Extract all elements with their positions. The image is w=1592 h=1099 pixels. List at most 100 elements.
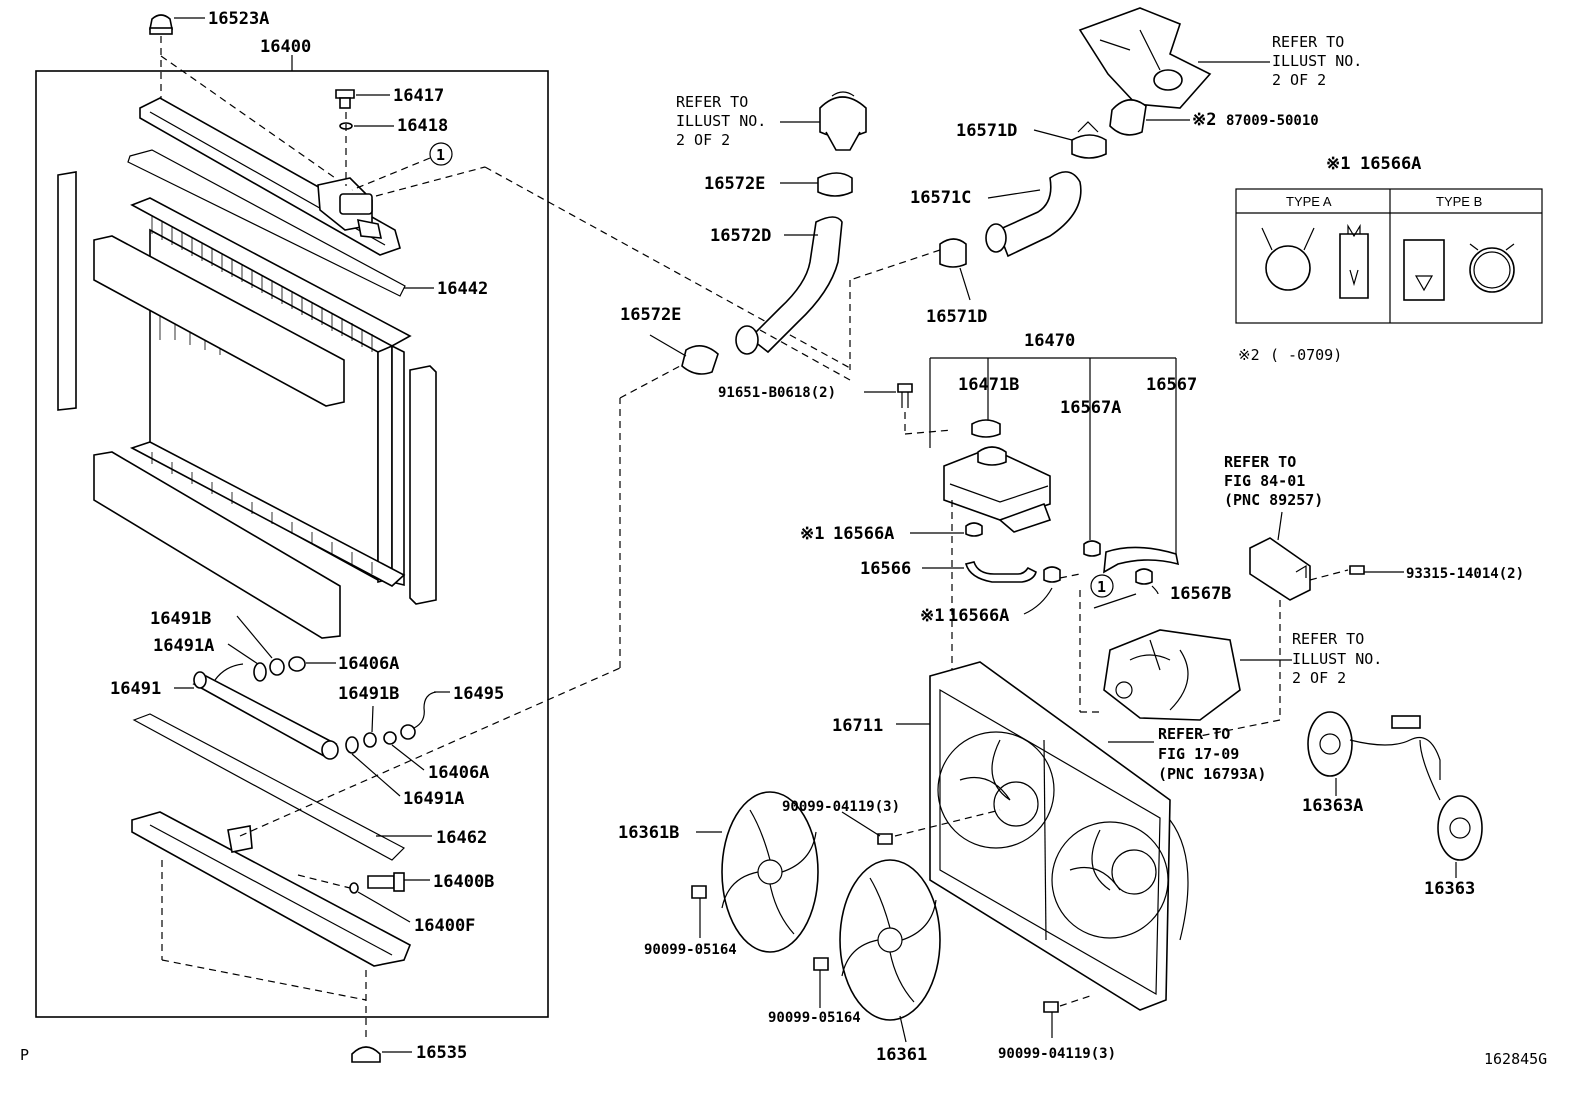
label-16361B: 16361B: [618, 823, 679, 843]
ref-water-inlet: REFER TO ILLUST NO. 2 OF 2: [1292, 630, 1382, 687]
fan-screws: [841, 809, 1091, 1038]
label-16567B: 16567B: [1170, 584, 1231, 604]
label-16572E-lower: 16572E: [620, 305, 681, 325]
clamp-16567A: [1083, 540, 1101, 557]
ref-top-right: REFER TO ILLUST NO. 2 OF 2: [1272, 33, 1362, 89]
note-2-mark: ※2: [1192, 110, 1216, 130]
clamp-16567B: [1135, 568, 1153, 585]
side-seal-right: [409, 365, 437, 605]
svg-text:REFER TO: REFER TO: [676, 93, 748, 111]
label-16571D-upper: 16571D: [956, 121, 1017, 141]
hose-clamp-16572E-lower: [649, 334, 719, 375]
label-16535: 16535: [416, 1043, 467, 1063]
label-16361: 16361: [876, 1045, 927, 1065]
side-seal-left: [57, 171, 77, 411]
hose-clamp-16571D-upper: [1033, 121, 1107, 159]
svg-text:(PNC 89257): (PNC 89257): [1224, 491, 1323, 509]
fan-16361: [839, 859, 941, 1043]
clamp-type-table: [1235, 188, 1543, 324]
label-16462: 16462: [436, 828, 487, 848]
label-90099-04119-upper: 90099-04119(3): [782, 799, 900, 815]
reservoir-tank: [943, 446, 1052, 533]
label-16406A-lower: 16406A: [428, 763, 489, 783]
lower-radiator-tank: [131, 811, 412, 1040]
hose-16567: [1103, 546, 1180, 574]
radiator-support-cushion-16523A: [149, 14, 205, 100]
label-16406A-upper: 16406A: [338, 654, 399, 674]
label-16566A-lower: 16566A: [948, 606, 1009, 626]
type-b-header: TYPE B: [1436, 194, 1482, 209]
radiator-hose-16571C: [985, 171, 1082, 258]
label-16491B-upper: 16491B: [150, 609, 211, 629]
label-91651: 91651-B0618(2): [718, 385, 836, 401]
svg-text:FIG 84-01: FIG 84-01: [1224, 472, 1305, 490]
radiator-cap-16417: [335, 89, 394, 186]
label-16491A-lower: 16491A: [403, 789, 464, 809]
ref-thermostat: REFER TO ILLUST NO. 2 OF 2: [676, 93, 766, 149]
label-90099-05164-left: 90099-05164: [644, 942, 737, 958]
drain-seals-upper: [227, 615, 336, 682]
fan-motor-16363A: [1307, 711, 1441, 796]
ref-fan-shroud: REFER TO FIG 17-09 (PNC 16793A): [1158, 725, 1266, 783]
clamp-type-a-side-icon: [1339, 233, 1369, 299]
svg-text:FIG 17-09: FIG 17-09: [1158, 745, 1239, 763]
label-87009: 87009-50010: [1226, 113, 1319, 129]
bolt-91651: [864, 383, 953, 435]
label-93315: 93315-14014(2): [1406, 566, 1524, 582]
radiator-hose-16572D: [735, 216, 843, 355]
thermostat-housing: [780, 91, 867, 151]
label-16400F: 16400F: [414, 916, 475, 936]
label-90099-04119-lower: 90099-04119(3): [998, 1046, 1116, 1062]
svg-text:2 OF 2: 2 OF 2: [1292, 669, 1346, 687]
label-16711: 16711: [832, 716, 883, 736]
note-2-mark-range: ※2: [1238, 346, 1260, 364]
label-16470: 16470: [1024, 331, 1075, 351]
label-16418: 16418: [397, 116, 448, 136]
label-16566A-reservoir: 16566A: [833, 524, 894, 544]
hose-clamp-16571D-lower: [939, 238, 971, 301]
label-16523A: 16523A: [208, 9, 269, 29]
water-inlet-housing: [1103, 629, 1292, 721]
drain-cock-16400B: [297, 872, 430, 923]
circle-1-top: 1: [436, 146, 445, 164]
label-16566: 16566: [860, 559, 911, 579]
water-outlet-pipe: [1078, 7, 1270, 109]
label-16442: 16442: [437, 279, 488, 299]
label-16400B: 16400B: [433, 872, 494, 892]
svg-text:2 OF 2: 2 OF 2: [1272, 71, 1326, 89]
fan-controller-ecu: [1199, 511, 1404, 737]
note-1-mark-lower: ※1: [920, 606, 944, 626]
type-a-header: TYPE A: [1286, 194, 1332, 209]
label-16572E-upper: 16572E: [704, 174, 765, 194]
label-16571D-lower: 16571D: [926, 307, 987, 327]
fan-nuts: [691, 885, 829, 1008]
fan-motor-16363: [1419, 739, 1483, 878]
label-90099-05164-mid: 90099-05164: [768, 1010, 861, 1026]
svg-text:REFER TO: REFER TO: [1292, 630, 1364, 648]
label-16491: 16491: [110, 679, 161, 699]
label-16400: 16400: [260, 37, 311, 57]
figure-id: 162845G: [1484, 1050, 1547, 1068]
clamp-16566A-lower: [1043, 566, 1061, 583]
clamp-type-b-icon: [1469, 247, 1515, 293]
ref-ecu: REFER TO FIG 84-01 (PNC 89257): [1224, 453, 1323, 509]
label-16363A: 16363A: [1302, 796, 1363, 816]
note-1-mark-header: ※1: [1326, 154, 1350, 174]
note-2-range: ( -0709): [1270, 346, 1342, 364]
svg-text:ILLUST NO.: ILLUST NO.: [1272, 52, 1362, 70]
oil-cooler-16491: [174, 663, 339, 760]
hose-16566: [965, 561, 1037, 583]
label-16571C: 16571C: [910, 188, 971, 208]
svg-text:REFER TO: REFER TO: [1272, 33, 1344, 51]
svg-text:2 OF 2: 2 OF 2: [676, 131, 730, 149]
upper-radiator-tank: [139, 55, 401, 256]
label-16572D: 16572D: [710, 226, 771, 246]
reservoir-cap-16471B: [971, 419, 1001, 438]
letter-p: P: [20, 1046, 29, 1064]
label-16567: 16567: [1146, 375, 1197, 395]
fan-16361B: [696, 791, 819, 953]
svg-text:ILLUST NO.: ILLUST NO.: [676, 112, 766, 130]
label-16567A: 16567A: [1060, 398, 1121, 418]
reservoir-brackets: [929, 357, 1177, 560]
upper-seal-board: [93, 235, 345, 407]
